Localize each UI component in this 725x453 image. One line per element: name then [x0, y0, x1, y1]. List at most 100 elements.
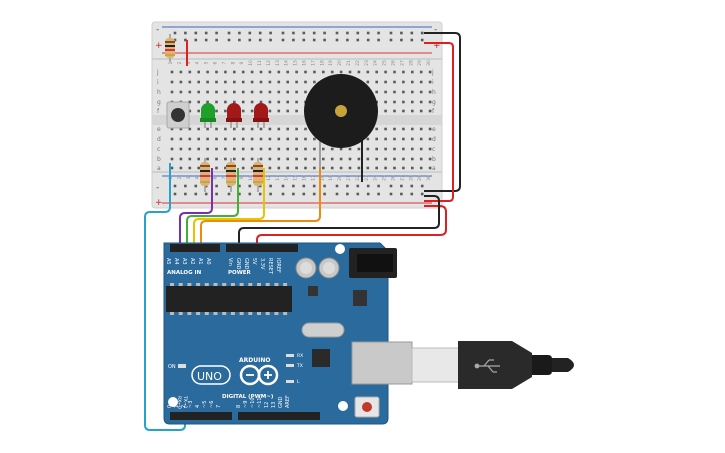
pin-label: Vin — [227, 258, 233, 266]
svg-text:22: 22 — [355, 60, 361, 66]
svg-text:25: 25 — [382, 175, 388, 181]
wire-green[interactable] — [186, 168, 239, 247]
rxtx-pin-label: TX→1 — [182, 395, 188, 409]
svg-text:7: 7 — [221, 61, 227, 64]
resistor-2[interactable] — [226, 158, 236, 192]
svg-text:h: h — [432, 89, 436, 96]
svg-text:9: 9 — [239, 176, 245, 179]
wires — [144, 32, 461, 431]
svg-text:15: 15 — [293, 175, 299, 181]
svg-text:21: 21 — [346, 60, 352, 66]
piezo-buzzer[interactable] — [304, 74, 378, 182]
svg-text:b: b — [157, 156, 161, 163]
svg-text:8: 8 — [230, 61, 236, 64]
breadboard-column-numbers: 1122334455667788991010111112121313141415… — [168, 60, 432, 181]
svg-text:23: 23 — [364, 175, 370, 181]
svg-text:6: 6 — [213, 176, 219, 179]
svg-text:24: 24 — [373, 60, 379, 66]
wire-cyan-button[interactable] — [144, 163, 186, 431]
power-jack[interactable] — [349, 248, 397, 278]
svg-text:g: g — [157, 99, 161, 106]
crystal-oscillator — [301, 322, 345, 338]
arduino-brand: ARDUINO — [239, 357, 270, 364]
wire-black-gnd[interactable] — [238, 195, 440, 247]
breadboard[interactable]: - + - + - + j i h g f e d c b a j i h g … — [151, 21, 443, 209]
svg-text:3: 3 — [186, 61, 192, 64]
svg-text:30: 30 — [426, 175, 432, 181]
pin-label: GND — [235, 258, 241, 270]
svg-text:27: 27 — [399, 60, 405, 66]
digital-pin-label: 8 — [236, 405, 242, 408]
arduino-uno-board[interactable]: A5 A4 A3 A2 A1 A0 ANALOG IN Vin GND GND … — [163, 242, 413, 425]
svg-text:18: 18 — [319, 60, 325, 66]
svg-text:26: 26 — [391, 60, 397, 66]
usb-symbol-icon — [474, 359, 500, 373]
pin-label: A3 — [181, 258, 187, 265]
led-red-1[interactable] — [226, 103, 242, 128]
resistor-1[interactable] — [200, 158, 210, 192]
rail-plus-label-bottom: + — [155, 198, 163, 208]
wire-yellow[interactable] — [193, 168, 265, 247]
svg-text:a: a — [157, 165, 161, 172]
usb-chip — [312, 349, 330, 367]
svg-text:25: 25 — [382, 60, 388, 66]
usb-port[interactable] — [351, 341, 413, 385]
pushbutton[interactable] — [166, 101, 190, 129]
digital-pin-label: ~9 — [243, 401, 249, 408]
wire-red-5v[interactable] — [256, 205, 447, 247]
svg-text:28: 28 — [408, 60, 414, 66]
reset-button[interactable] — [354, 396, 380, 418]
pin-label: A1 — [197, 258, 203, 265]
rail-plus-label: + — [155, 41, 163, 51]
svg-text:14: 14 — [284, 60, 290, 66]
digital-pin-label: 7 — [216, 405, 222, 408]
digital-header[interactable] — [170, 412, 320, 420]
digital-pin-label: GND — [278, 396, 284, 408]
svg-text:f: f — [432, 108, 435, 115]
resistor-top[interactable] — [165, 34, 175, 62]
svg-text:2: 2 — [177, 176, 183, 179]
svg-text:7: 7 — [221, 176, 227, 179]
svg-text:15: 15 — [293, 60, 299, 66]
mounting-hole — [338, 401, 348, 411]
analog-in-label: ANALOG IN — [167, 270, 202, 276]
svg-text:j: j — [431, 69, 434, 76]
analog-header[interactable] — [170, 244, 220, 252]
svg-text:30: 30 — [426, 60, 432, 66]
svg-text:29: 29 — [417, 175, 423, 181]
svg-text:11: 11 — [257, 60, 263, 66]
usb-cable[interactable] — [411, 341, 574, 389]
led-green[interactable] — [200, 103, 216, 128]
resistor-3[interactable] — [253, 158, 263, 192]
svg-text:9: 9 — [239, 61, 245, 64]
capacitor — [295, 257, 340, 279]
led-red-2[interactable] — [253, 103, 269, 128]
voltage-regulator — [353, 290, 367, 306]
svg-text:4: 4 — [195, 61, 201, 64]
power-label: POWER — [228, 270, 252, 276]
svg-text:12: 12 — [266, 60, 272, 66]
wire-orange-buzzer[interactable] — [200, 168, 321, 247]
pin-label: RESET — [267, 258, 273, 275]
wire-purple[interactable] — [179, 168, 213, 247]
wire-red-rail[interactable] — [424, 42, 454, 202]
svg-text:10: 10 — [248, 175, 254, 181]
power-header[interactable] — [226, 244, 298, 252]
pin-label: A2 — [189, 258, 195, 265]
svg-text:18: 18 — [319, 175, 325, 181]
svg-text:i: i — [157, 79, 159, 86]
l-label: L — [297, 379, 300, 385]
svg-text:26: 26 — [391, 175, 397, 181]
wire-black-rail[interactable] — [424, 32, 461, 192]
smd-chip — [308, 286, 318, 296]
pin-label: 5V — [251, 258, 257, 265]
svg-text:d: d — [157, 136, 161, 143]
svg-text:13: 13 — [275, 175, 281, 181]
row-letters: j i h g f e d c b a j i h g f e d c b a — [156, 69, 436, 172]
svg-text:c: c — [432, 146, 435, 153]
pin-label: IOREF — [275, 258, 281, 273]
uno-logo: UNO — [191, 365, 231, 385]
rail-minus-label-bottom: - — [156, 183, 159, 193]
on-led — [178, 364, 186, 368]
